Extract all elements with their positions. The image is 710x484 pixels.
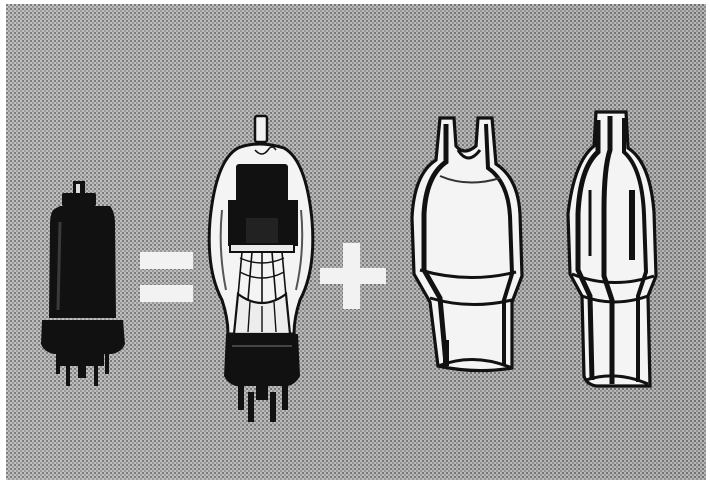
glass-tube-icon: [209, 116, 313, 422]
shield-shell-outer-icon: [412, 118, 522, 371]
metal-tube-icon: [41, 181, 125, 386]
equals-icon: [140, 252, 193, 302]
plus-icon: [320, 243, 386, 309]
shield-shell-inner-icon: [568, 112, 656, 386]
